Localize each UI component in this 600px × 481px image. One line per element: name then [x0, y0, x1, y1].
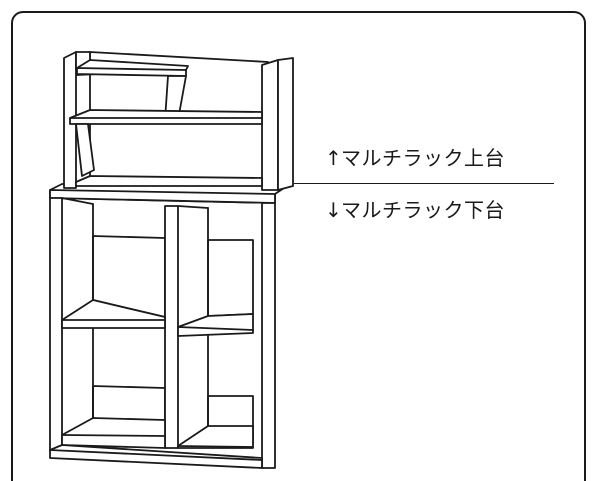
lower-base — [49, 444, 263, 469]
up-arrow-icon: ↑ — [325, 146, 343, 170]
left-middle-shelf — [61, 299, 166, 329]
down-arrow-icon: ↓ — [325, 198, 343, 222]
upper-right-panel — [261, 59, 279, 191]
bottom-board — [61, 417, 166, 449]
label-divider-line — [294, 183, 554, 184]
lower-rack-label: ↓マルチラック下台 — [325, 198, 505, 222]
upper-rack-unit — [63, 51, 294, 191]
lower-left-panel — [49, 197, 63, 451]
right-middle-shelf — [177, 313, 254, 337]
upper-rack-label: ↑マルチラック上台 — [325, 146, 505, 170]
lower-rack-label-text: マルチラック下台 — [341, 198, 505, 222]
illustration-frame — [11, 11, 586, 481]
lower-right-panel — [261, 202, 276, 469]
upper-rack-label-text: マルチラック上台 — [341, 146, 505, 170]
lower-rack-unit — [49, 183, 291, 469]
center-divider — [164, 205, 179, 449]
upper-main-shelf — [69, 109, 263, 125]
